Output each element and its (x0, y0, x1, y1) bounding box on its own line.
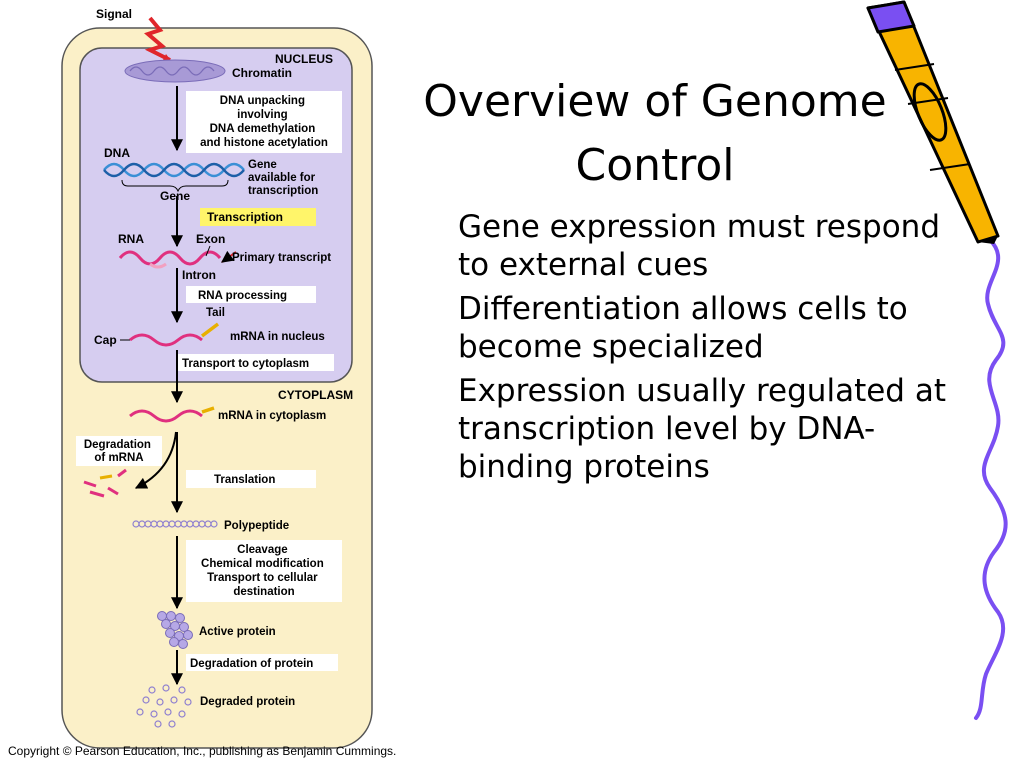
cytoplasm-label: CYTOPLASM (278, 388, 353, 402)
degradation-protein-label: Degradation of protein (190, 658, 313, 670)
transcription-highlight (200, 208, 316, 226)
gene-label: Gene (160, 189, 190, 203)
signal-label: Signal (96, 7, 132, 21)
pencil-icon (866, 0, 1000, 244)
polypeptide-label: Polypeptide (224, 520, 289, 532)
transcription-label: Transcription (207, 210, 283, 224)
rna-processing-box (186, 286, 316, 303)
degradation-mrna-text: Degradation of mRNA (84, 439, 154, 464)
degraded-protein-dots (136, 684, 192, 728)
intron-segment (149, 262, 167, 269)
chromatin-shape (124, 59, 226, 83)
gene-available-text: Gene available for transcription (248, 159, 318, 197)
arrow-primary-transcript (221, 250, 237, 263)
transport-box (178, 354, 334, 371)
chromatin-label: Chromatin (232, 66, 292, 80)
polypeptide-chain (132, 520, 218, 528)
copyright-notice: Copyright © Pearson Education, Inc., pub… (8, 744, 397, 758)
slide-title: Overview of Genome Control (423, 76, 887, 191)
unpacking-text: DNA unpacking involving DNA demethylatio… (200, 95, 328, 149)
intron-label: Intron (182, 268, 216, 282)
exon-pointer (205, 245, 211, 257)
mrna-nucleus-strand (129, 333, 203, 347)
mrna-nucleus-label: mRNA in nucleus (230, 331, 325, 343)
modification-box (186, 540, 342, 602)
squiggle-line (974, 238, 1008, 720)
mrna-nucleus-tail (200, 322, 220, 338)
modification-text: Cleavage Chemical modification Transport… (201, 544, 327, 598)
active-protein-cluster (157, 611, 193, 649)
bullet-item: Gene expression must respond to external… (458, 209, 940, 283)
active-protein-label: Active protein (199, 626, 276, 638)
transport-cytoplasm-label: Transport to cytoplasm (182, 358, 309, 370)
primary-transcript-label: Primary transcript (232, 252, 331, 264)
mrna-fragments (83, 468, 127, 498)
mrna-cytoplasm-tail (201, 406, 215, 414)
bullet-item: Expression usually regulated at transcri… (458, 373, 946, 485)
dna-label: DNA (104, 146, 130, 160)
rna-label: RNA (118, 232, 144, 246)
primary-transcript-strand (118, 250, 222, 266)
translation-label: Translation (214, 474, 275, 486)
degraded-protein-label: Degraded protein (200, 696, 295, 708)
degradation-protein-box (186, 654, 338, 671)
dna-helix (103, 162, 245, 178)
unpacking-box (186, 91, 342, 153)
tail-label: Tail (206, 307, 225, 319)
gene-bracket (121, 179, 229, 193)
exon-label: Exon (196, 232, 225, 246)
bullet-list: Gene expression must respond to external… (458, 208, 958, 492)
degradation-mrna-box (76, 436, 162, 466)
translation-box (186, 470, 316, 488)
mrna-cytoplasm-strand (129, 409, 203, 423)
arrow-degradation-mrna (134, 431, 177, 489)
cap-label: Cap (94, 333, 117, 347)
nucleus-label: NUCLEUS (275, 52, 333, 66)
bullet-item: Differentiation allows cells to become s… (458, 291, 908, 365)
rna-processing-label: RNA processing (198, 290, 287, 302)
mrna-cytoplasm-label: mRNA in cytoplasm (218, 410, 326, 422)
